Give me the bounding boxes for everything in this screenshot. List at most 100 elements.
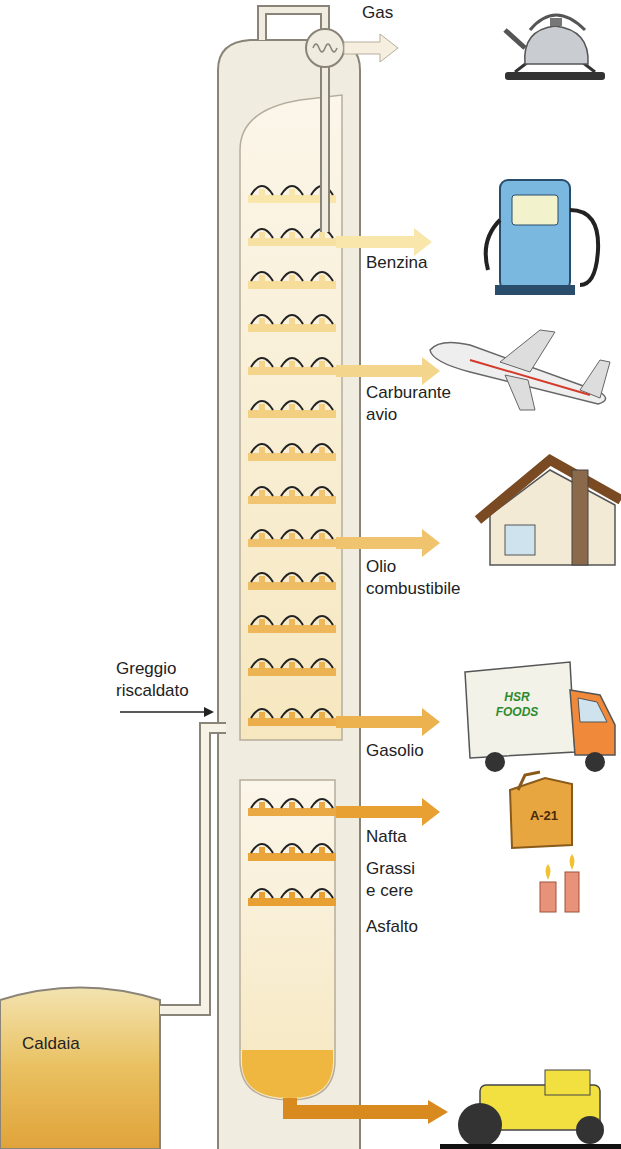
- bubble-cap: [311, 709, 333, 718]
- riser: [259, 576, 265, 582]
- riser: [259, 533, 265, 539]
- riser: [319, 404, 325, 410]
- bubble-cap: [251, 844, 273, 853]
- tray: [248, 668, 336, 676]
- fuel-pump-icon: [486, 180, 598, 295]
- jerrycan-icon: [510, 772, 572, 848]
- bubble-cap: [281, 487, 303, 496]
- bubble-cap: [311, 889, 333, 898]
- condensate-pipe: [320, 66, 330, 232]
- tray: [248, 539, 336, 547]
- riser: [319, 662, 325, 668]
- bubble-cap: [311, 444, 333, 453]
- riser: [319, 847, 325, 853]
- product-label: Gasolio: [366, 740, 424, 762]
- asphalt-arrow-head: [428, 1100, 448, 1124]
- riser: [289, 189, 295, 195]
- bubble-cap: [251, 616, 273, 625]
- riser: [289, 318, 295, 324]
- riser: [289, 275, 295, 281]
- bubble-cap: [281, 573, 303, 582]
- riser: [259, 847, 265, 853]
- riser: [319, 232, 325, 238]
- tray: [248, 853, 336, 861]
- product-arrow: [336, 529, 440, 557]
- trays: [248, 186, 336, 906]
- riser: [259, 447, 265, 453]
- bubble-cap: [311, 315, 333, 324]
- boiler: [0, 988, 160, 1149]
- tray: [248, 367, 336, 375]
- tray: [248, 582, 336, 590]
- lower-chamber: [240, 780, 335, 1100]
- riser: [259, 361, 265, 367]
- bubble-cap: [281, 444, 303, 453]
- column: [218, 40, 360, 1149]
- bubble-cap: [251, 573, 273, 582]
- bubble-cap: [281, 709, 303, 718]
- tray: [248, 281, 336, 289]
- airplane-icon: [430, 330, 610, 410]
- truck-lettering: HSR FOODS: [486, 690, 548, 720]
- bubble-cap: [251, 315, 273, 324]
- riser: [319, 447, 325, 453]
- riser: [259, 662, 265, 668]
- tray: [248, 453, 336, 461]
- bubble-cap: [311, 573, 333, 582]
- bubble-cap: [311, 272, 333, 281]
- feed-arrow-head: [204, 707, 214, 717]
- riser: [259, 189, 265, 195]
- bubble-cap: [281, 229, 303, 238]
- condenser: [306, 29, 344, 67]
- bubble-cap: [311, 799, 333, 808]
- bubble-cap: [311, 530, 333, 539]
- riser: [319, 712, 325, 718]
- riser: [289, 847, 295, 853]
- riser: [289, 533, 295, 539]
- riser: [319, 576, 325, 582]
- riser: [259, 275, 265, 281]
- bubble-cap: [251, 272, 273, 281]
- bubble-cap: [311, 358, 333, 367]
- gas-arrow: [344, 34, 398, 62]
- feed-pipe: [160, 728, 226, 1010]
- riser: [259, 712, 265, 718]
- tray: [248, 625, 336, 633]
- product-arrow: [336, 228, 432, 256]
- kettle-icon: [505, 15, 605, 80]
- bubble-cap: [251, 487, 273, 496]
- bubble-cap: [251, 799, 273, 808]
- riser: [259, 892, 265, 898]
- riser: [289, 232, 295, 238]
- bubble-cap: [281, 889, 303, 898]
- product-arrows: [336, 228, 440, 826]
- bubble-cap: [251, 229, 273, 238]
- bubble-cap: [281, 358, 303, 367]
- bubble-cap: [251, 358, 273, 367]
- asphalt-outlet: [290, 1098, 430, 1112]
- bubble-cap: [281, 530, 303, 539]
- bubble-cap: [251, 444, 273, 453]
- riser: [319, 533, 325, 539]
- bubble-cap: [281, 799, 303, 808]
- residue: [242, 1050, 333, 1098]
- tray: [248, 718, 336, 726]
- riser: [319, 490, 325, 496]
- house-icon: [478, 460, 621, 565]
- bubble-cap: [251, 889, 273, 898]
- truck-icon: [465, 662, 615, 772]
- riser: [289, 712, 295, 718]
- riser: [289, 361, 295, 367]
- tray: [248, 808, 336, 816]
- riser: [289, 490, 295, 496]
- bubble-cap: [281, 659, 303, 668]
- bubble-cap: [311, 401, 333, 410]
- riser: [289, 619, 295, 625]
- bubble-cap: [281, 844, 303, 853]
- riser: [319, 275, 325, 281]
- riser: [319, 802, 325, 808]
- riser: [289, 662, 295, 668]
- bubble-cap: [251, 530, 273, 539]
- bubble-cap: [281, 616, 303, 625]
